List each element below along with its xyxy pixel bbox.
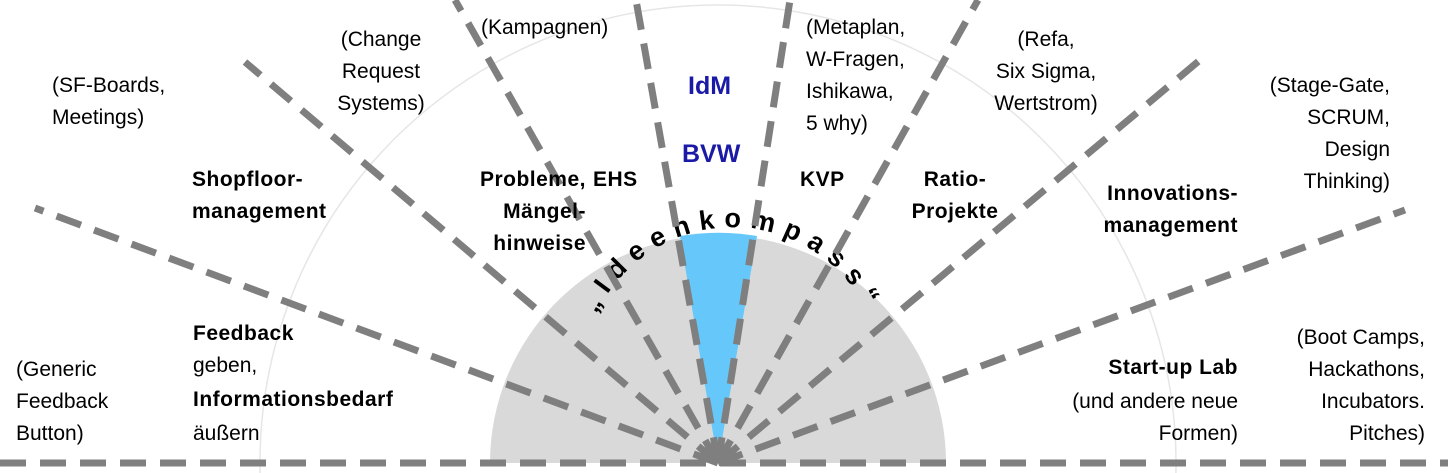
divider-2: [242, 59, 721, 466]
ratio-label: Ratio- Projekte: [911, 168, 999, 223]
shopfloor-label: Shopfloor- management: [192, 168, 327, 223]
feedback-label-4: äußern: [193, 422, 260, 445]
innovation-label: Innovations- management: [1103, 182, 1238, 237]
bvw-label: BVW: [682, 140, 741, 168]
divider-7: [715, 57, 1203, 466]
shopfloor-examples: (SF-Boards, Meetings): [52, 74, 166, 129]
startup-sublabel: (und andere neue Formen): [1072, 390, 1238, 445]
startup-examples: (Boot Camps, Hackathons, Incubators. Pit…: [1296, 326, 1425, 445]
kvp-label: KVP: [800, 168, 845, 191]
highlight-wedge: [680, 232, 757, 463]
idm-label: IdM: [688, 72, 732, 100]
feedback-label-3: Informationsbedarf: [193, 388, 394, 411]
ehs-examples: (Kampagnen): [481, 16, 609, 39]
feedback-examples: (Generic Feedback Button): [16, 358, 109, 445]
ratio-examples: (Refa, Six Sigma, Wertstrom): [994, 28, 1098, 115]
divider-1: [33, 204, 720, 467]
ehs-label: EHS: [593, 168, 638, 191]
kvp-examples: (Metaplan, W-Fragen, Ishikawa, 5 why): [806, 16, 906, 135]
innovation-examples: (Stage-Gate, SCRUM, Design Thinking): [1269, 74, 1390, 193]
feedback-label-2: geben,: [193, 354, 258, 377]
divider-6: [714, 0, 982, 465]
divider-8: [716, 206, 1407, 467]
divider-3: [451, 0, 722, 465]
feedback-label-1: Feedback: [193, 322, 294, 345]
startup-label: Start-up Lab: [1108, 356, 1238, 379]
probleme-examples: (Change Request Systems): [337, 28, 425, 115]
probleme-label: Probleme, Mängel- hinweise: [479, 168, 586, 255]
